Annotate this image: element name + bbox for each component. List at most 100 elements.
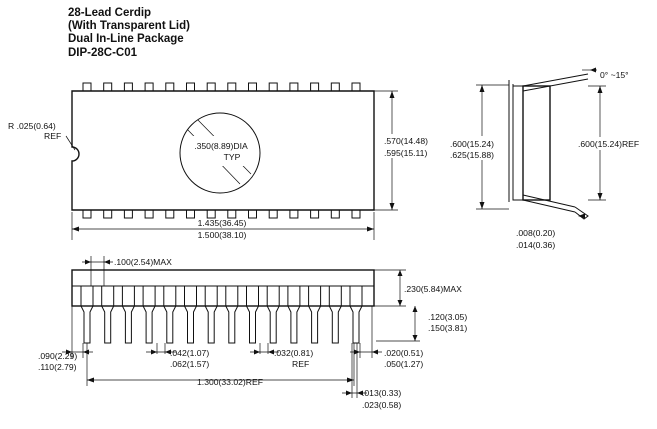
top-pin — [268, 82, 278, 92]
top-view-upper-pins — [82, 82, 361, 92]
top-pin — [123, 209, 133, 219]
shoulder-max-label: .062(1.57) — [170, 359, 209, 369]
top-pin — [186, 209, 195, 219]
top-pin — [268, 209, 278, 219]
end-view-bottom-lead-inner — [522, 194, 576, 208]
end-view: 0° ~15° .600(15.24) .625(15.88) .600(15.… — [448, 67, 654, 250]
title-line-2: (With Transparent Lid) — [68, 20, 190, 32]
side-view: .100(2.54)MAX .230(5.84)MAX .120(3.05) .… — [38, 256, 467, 410]
top-pin — [165, 82, 175, 92]
end-view-top-lead-inner — [522, 78, 589, 92]
top-pin — [289, 82, 299, 92]
end-view-body — [522, 85, 551, 201]
top-pin — [289, 209, 299, 219]
side-pin — [184, 286, 197, 344]
side-pin — [246, 286, 259, 344]
side-pin — [308, 286, 322, 344]
top-pin — [310, 82, 320, 92]
angle-label: 0° ~15° — [600, 70, 629, 80]
lead-length-max-label: .150(3.81) — [428, 323, 467, 333]
spacing-ref-label: REF — [292, 359, 309, 369]
spacing-dim-arrows — [254, 349, 274, 355]
title-line-3: Dual In-Line Package — [68, 33, 184, 45]
side-pin — [328, 286, 342, 344]
lead-width-min-label: .013(0.33) — [362, 388, 401, 398]
side-pin — [266, 286, 280, 344]
side-pin — [121, 286, 135, 344]
top-pin — [227, 209, 237, 219]
lead-width-dim-arrows — [346, 390, 363, 396]
top-pin — [351, 82, 361, 92]
package-body-outline — [71, 90, 375, 211]
end-view-bottom-lead — [522, 199, 576, 213]
length-max-label: 1.500(38.10) — [198, 230, 247, 240]
ref-span-label: .600(15.24)REF — [578, 139, 639, 149]
window-label-bg — [187, 136, 255, 166]
lid-window-circle — [179, 112, 261, 194]
height-label: .230(5.84)MAX — [404, 284, 462, 294]
top-pin — [186, 82, 195, 92]
top-pin — [103, 209, 113, 219]
side-pin — [349, 286, 363, 344]
title-line-4: DIP-28C-C01 — [68, 47, 138, 59]
side-pin — [225, 286, 239, 344]
title-block: 28-Lead Cerdip (With Transparent Lid) Du… — [68, 7, 190, 59]
side-pin — [287, 286, 301, 344]
row-length-label: 1.300(33.02)REF — [197, 377, 263, 387]
ref-span-label-bg — [576, 137, 654, 150]
top-pin — [165, 209, 175, 219]
top-pin — [82, 209, 92, 219]
top-pin — [227, 82, 237, 92]
angle-arrow — [590, 67, 596, 73]
top-pin — [206, 209, 216, 219]
top-pin — [330, 82, 340, 92]
notch-radius-label: R .025(0.64) — [8, 121, 56, 131]
side-pin — [101, 286, 115, 344]
width-min-label: .570(14.48) — [384, 136, 428, 146]
top-pin — [206, 82, 216, 92]
top-pin — [144, 209, 154, 219]
top-view-lower-pins — [82, 209, 361, 219]
top-pin — [330, 209, 340, 219]
top-pin — [248, 209, 257, 219]
side-view-body — [71, 269, 375, 307]
lead-thickness-max-label: .014(0.36) — [516, 240, 555, 250]
length-min-label: 1.435(36.45) — [198, 218, 247, 228]
lead-length-min-label: .120(3.05) — [428, 312, 467, 322]
shoulder-dim-arrows — [151, 349, 171, 355]
width-max-label: .595(15.11) — [384, 148, 427, 158]
side-view-pins — [80, 286, 363, 344]
top-pin — [351, 209, 361, 219]
lead-thickness-arrow — [578, 213, 585, 219]
span-label-bg — [448, 136, 508, 160]
spacing-label: .032(0.81) — [274, 348, 313, 358]
window-diameter-label: .350(8.89)DIA — [194, 141, 248, 151]
side-pin — [142, 286, 156, 344]
top-pin — [123, 82, 133, 92]
end-spacing-max-label: .110(2.79) — [38, 362, 77, 372]
window-typ-label: TYP — [224, 152, 241, 162]
shoulder-min-label: .042(1.07) — [170, 348, 209, 358]
top-pin — [310, 209, 320, 219]
seating-max-label: .050(1.27) — [384, 359, 423, 369]
pitch-dim-arrows — [85, 259, 110, 265]
end-view-top-lead — [522, 73, 589, 87]
pitch-label: .100(2.54)MAX — [114, 257, 172, 267]
seating-dim-arrows — [354, 349, 378, 355]
side-pin — [204, 286, 218, 344]
title-line-1: 28-Lead Cerdip — [68, 7, 151, 19]
notch-ref-label: REF — [44, 131, 61, 141]
lead-width-max-label: .023(0.58) — [362, 400, 401, 410]
top-pin — [144, 82, 154, 92]
end-view-base — [512, 85, 524, 201]
notch-leader — [65, 135, 76, 151]
end-spacing-min-label: .090(2.29) — [38, 351, 77, 361]
span-max-label: .625(15.88) — [450, 150, 494, 160]
width-label-bg — [383, 134, 443, 158]
seating-min-label: .020(0.51) — [384, 348, 423, 358]
side-pin — [163, 286, 177, 344]
span-min-label: .600(15.24) — [450, 139, 494, 149]
side-pin — [80, 286, 94, 344]
top-pin — [103, 82, 113, 92]
